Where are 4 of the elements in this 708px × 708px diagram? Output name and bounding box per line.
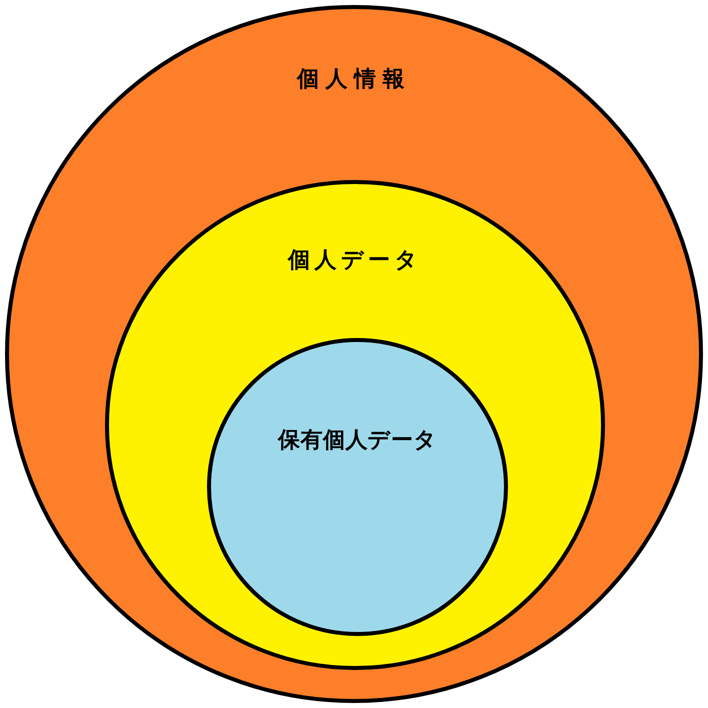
region-label: 保有個人データ	[278, 427, 438, 455]
region-label: 個人情報	[296, 66, 412, 94]
region-label: 個人データ	[288, 247, 422, 275]
ellipse-region	[207, 338, 508, 636]
